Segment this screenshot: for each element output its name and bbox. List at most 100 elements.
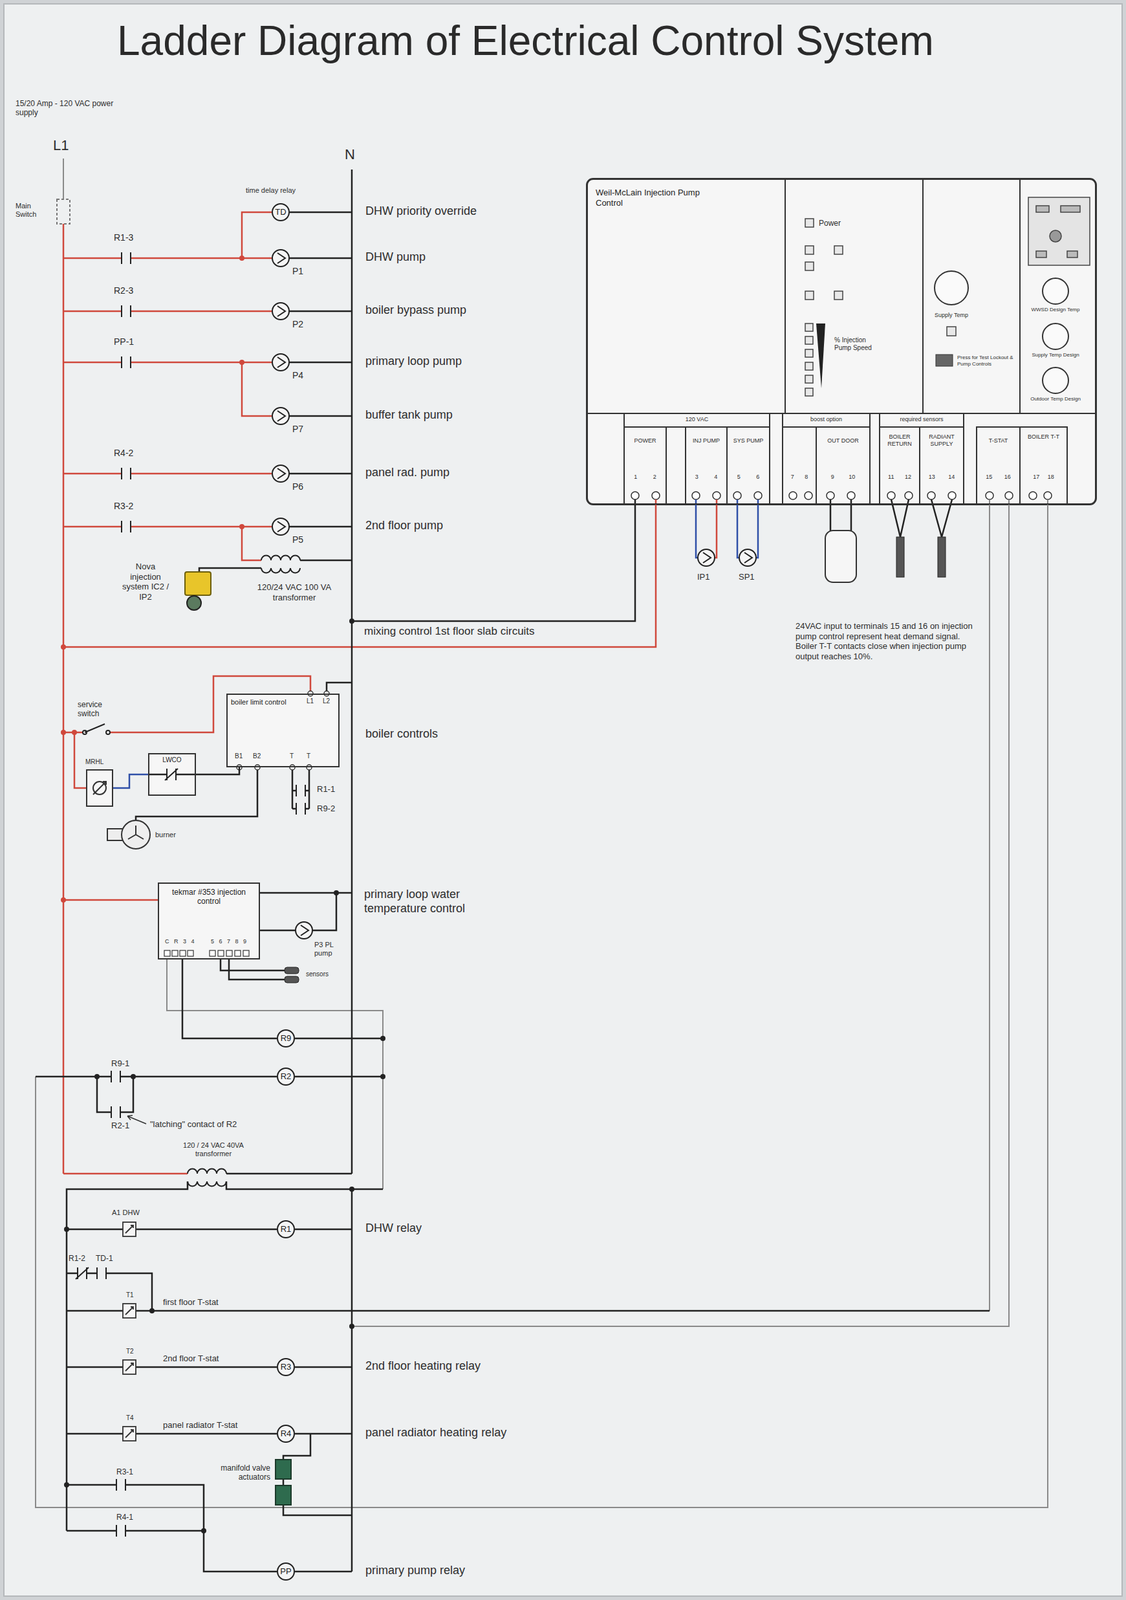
mrhl-switch [93,781,107,795]
diagram-label: DHW relay [365,1221,422,1236]
dial-knob [1042,367,1069,394]
node-text: tekmar #353 injection control [163,887,255,907]
diagram-label: PP-1 [113,336,134,348]
panel-leds [805,218,814,228]
diagram-label: boiler controls [365,726,438,742]
diagram-label: L1 [306,697,314,705]
diagram-label: SYS PUMP [726,437,770,445]
test-button [935,354,953,367]
diagram-label: % Injection Pump Speed [834,336,874,352]
pump-symbol [272,518,290,535]
junction-dot [349,1186,355,1192]
diagram-label: Supply Temp [931,311,972,319]
limit-terminal [254,764,260,770]
diagram-label: OUT DOOR [816,437,870,445]
hot-wire [63,212,717,1174]
junction-dot [60,897,66,903]
valve-actuator [275,1459,292,1479]
hot-wire [63,675,311,733]
relay-coil: R9 [276,1028,295,1048]
service-switch-symbol [82,723,110,735]
diagram-label: L2 [322,697,330,705]
diagram-label: L1 [53,137,69,154]
diagram-label: SP1 [738,571,755,583]
terminal-screw [1028,491,1037,500]
diagram-label: A1 DHW [111,1208,140,1217]
pump-symbol [739,549,757,566]
diagram-label: P7 [292,423,304,435]
hot-wire [74,732,87,788]
diagram-label: 2nd floor pump [365,518,444,533]
temperature-sensor [284,536,946,983]
diagram-label: P3 PL pump [314,940,347,958]
pump-symbol [272,302,290,320]
diagram-label: T [289,752,294,760]
panel-leds [834,291,843,300]
hot-wire [63,526,273,561]
contact-symbol [116,1478,126,1491]
temperature-sensor [937,536,946,577]
control-panel [1019,426,1068,505]
diagram-label: time delay relay [245,186,296,195]
pump-symbol [697,549,715,566]
junction-dot [349,1323,355,1329]
junction-dot [130,1073,136,1079]
hot-wire [63,499,656,647]
diagram-label: R2-1 [111,1120,130,1131]
contact-symbol [111,1105,121,1118]
contact-symbol [75,252,306,1537]
dip-switch-panel [1036,205,1050,213]
contact-symbol [111,1070,121,1083]
contact-symbol [75,1266,89,1279]
terminal-screw [826,491,835,500]
diagram-label: BOILER T-T [1019,433,1068,441]
diagram-label: T2 [126,1347,134,1355]
box-fill [157,882,260,960]
contact-symbol [121,467,131,480]
thermostat-symbol [122,1426,136,1441]
terminal-screw [692,491,700,500]
contact-symbol [164,768,178,780]
diagram-label: Supply Temp Design [1028,351,1083,359]
contact-symbol [121,520,131,533]
diagram-label: DHW pump [365,250,426,265]
diagram-label: primary pump relay [365,1563,466,1578]
grey-wire [35,499,1048,1507]
hot-wire [63,472,273,475]
control-box: LWCO [148,752,196,796]
panel-leds [805,261,814,271]
diagram-label: Press for Test Lockout & Pump Controls [957,354,1015,367]
diagram-label: N [344,146,356,163]
dial-knob [934,270,1069,394]
box-fill [148,752,196,796]
control-panel [586,178,1097,414]
terminal-screw [904,491,913,500]
panel-leds [805,291,814,300]
neutral-wire [294,1037,383,1040]
tekmar-terminal [172,950,178,956]
dip-switch-panel [1028,197,1090,266]
tekmar-terminal [164,950,171,956]
node-text: R4 [280,1428,292,1439]
junction-dot [64,1481,70,1487]
poster-sheet [3,3,1123,1596]
node-text: PP [280,1565,292,1577]
panel-leds [805,336,813,345]
relay-coil: TD [271,203,290,222]
node-text: LWCO [151,756,193,764]
junction-dot [71,729,77,735]
hot-wire [63,1172,188,1175]
temperature-sensor [284,966,299,974]
diagram-label: T [306,752,311,760]
junction-dot [94,1073,100,1079]
tekmar-terminal [243,950,250,956]
transformer-symbol [187,555,301,1187]
thermostat-symbol [122,1303,136,1318]
grey-wire [351,499,1009,1326]
control-panel [976,426,1020,505]
neutral-wire [66,1365,352,1368]
diagram-label: 9 10 [816,473,870,481]
neutral-wire [66,1309,990,1312]
junction-dot [380,1035,386,1041]
diagram-label: 5 6 7 8 9 [210,937,247,945]
